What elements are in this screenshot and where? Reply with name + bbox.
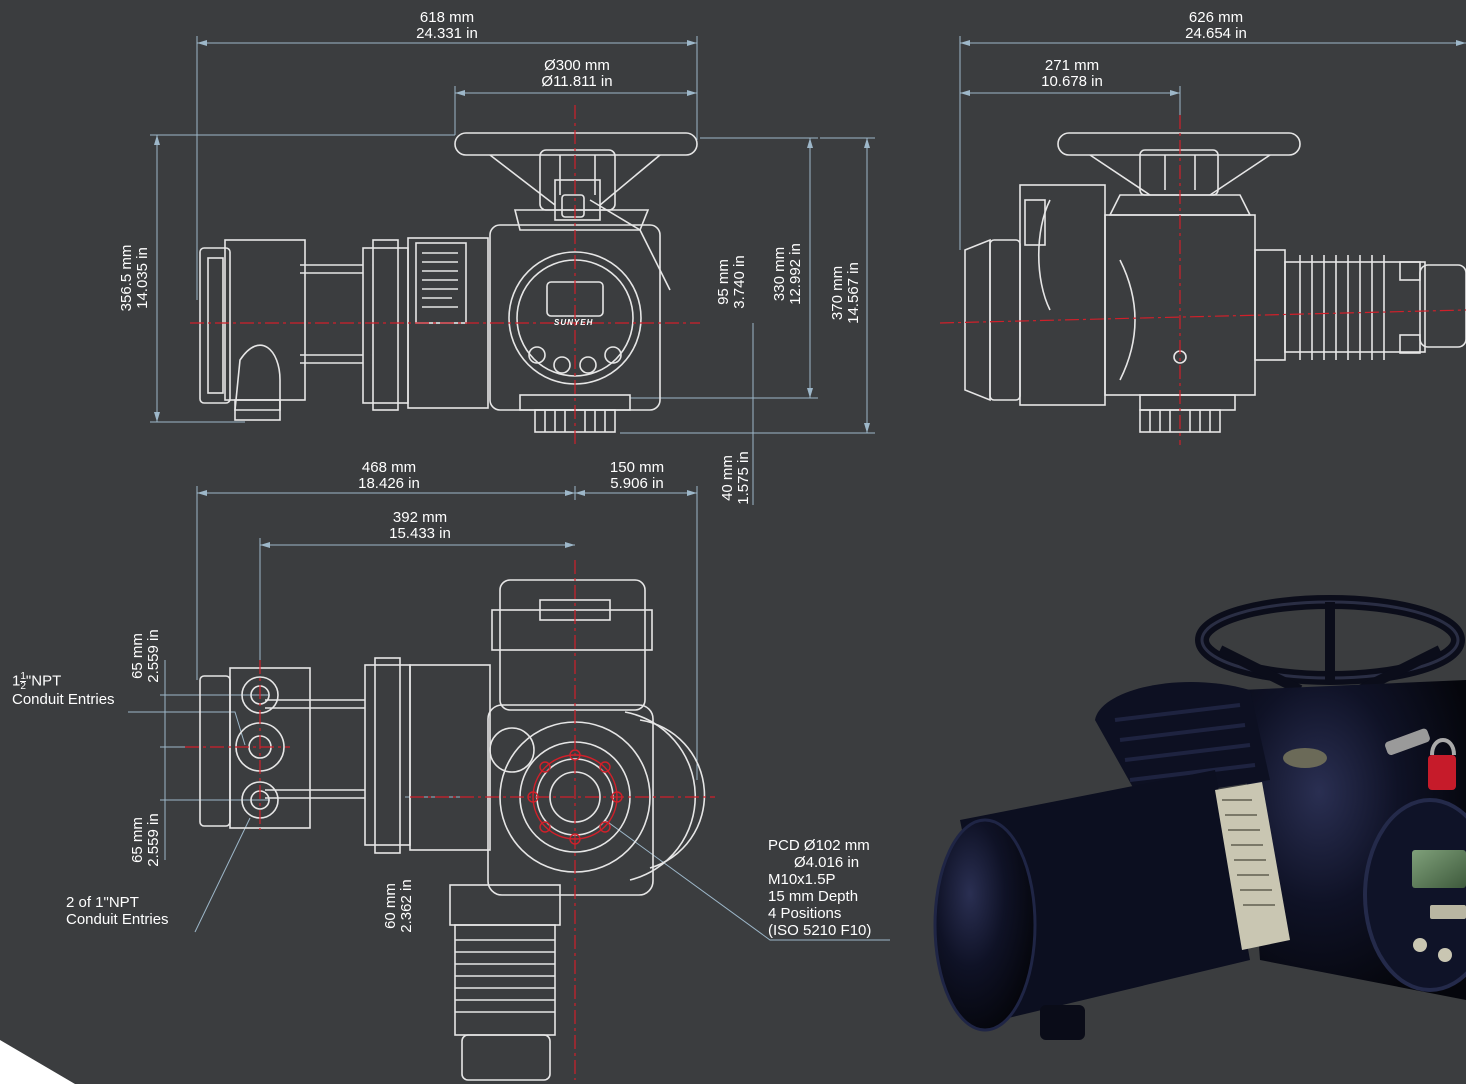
note-small-conduit: 2 of 1"NPT Conduit Entries [66, 894, 169, 928]
dimension-lines [128, 36, 1466, 941]
side-view [964, 132, 1466, 433]
control-knob-icon [1413, 938, 1427, 952]
padlock-icon [561, 194, 585, 218]
display-window-icon [1412, 850, 1466, 888]
handwheel-icon [454, 132, 698, 156]
corner-decoration [0, 1040, 75, 1084]
front-view [199, 132, 698, 433]
panel-brand-logo: SUNYEH [554, 318, 594, 327]
center-lines [185, 105, 1466, 1080]
control-knob-icon [528, 346, 546, 364]
top-view [199, 579, 706, 1081]
actuator-photo [933, 595, 1466, 1040]
note-flange-spec: PCD Ø102 mm Ø4.016 in M10x1.5P 15 mm Dep… [768, 837, 872, 939]
dimension-arrows [154, 40, 1466, 548]
padlock-icon [1428, 755, 1456, 790]
